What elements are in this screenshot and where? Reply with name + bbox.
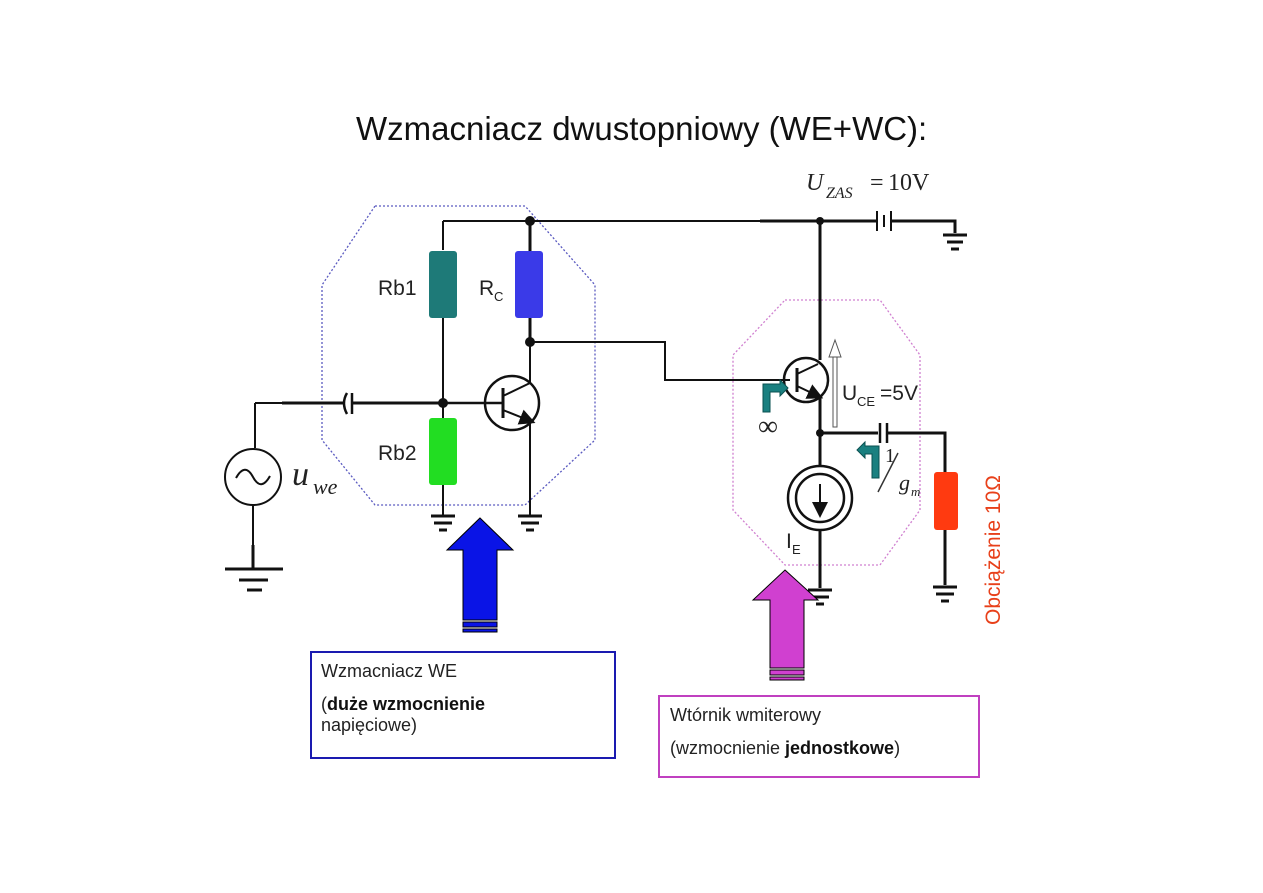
ground-icon [933,585,957,603]
transistor-wc [782,356,830,433]
current-source-label: I E [786,530,801,557]
uce-label: U CE =5V [842,382,918,409]
svg-text:I: I [786,530,792,553]
svg-text:we: we [313,474,338,499]
stage-we-arrow-icon [445,517,515,633]
load-label: Obciążenie 10Ω [982,475,1005,625]
svg-text:1: 1 [885,445,895,467]
output-impedance-indicator-icon [856,440,880,479]
stage-wc-caption: Wtórnik wmiterowy (wzmocnienie jednostko… [658,695,980,778]
input-capacitor [254,392,443,448]
svg-text:U: U [842,382,857,405]
ground-icon [431,514,455,532]
resistor-rb1 [429,251,457,318]
resistor-load [934,472,958,530]
stage-wc-title: Wtórnik wmiterowy [670,705,822,725]
rb1-label: Rb1 [378,277,417,300]
svg-text:g: g [899,470,910,495]
svg-text:U: U [806,170,825,196]
ground-icon [225,567,283,592]
source-label: u we [292,456,338,499]
svg-text:R: R [479,277,494,300]
svg-text:u: u [292,456,309,493]
battery-icon [876,211,957,233]
svg-text:CE: CE [857,394,875,409]
rc-label: R C [479,277,503,304]
svg-text:10V: 10V [888,170,930,196]
svg-text:=5V: =5V [880,382,918,405]
svg-text:m: m [911,484,920,499]
input-impedance-label: ∞ [758,411,778,442]
resistor-rb2 [429,418,457,485]
ground-icon [518,514,542,532]
svg-text:ZAS: ZAS [826,185,853,202]
stage-wc-outline [732,299,921,566]
rb2-label: Rb2 [378,442,417,465]
uce-arrow-icon [828,338,842,428]
resistor-rc [515,251,543,318]
current-source-icon [786,433,854,588]
ac-source-icon [224,448,282,568]
stage-we-outline [321,205,596,506]
diagram-title: Wzmacniacz dwustopniowy (WE+WC): [356,110,927,147]
stage-we-title: Wzmacniacz WE [321,661,458,681]
input-impedance-indicator-icon [762,378,789,413]
svg-text:=: = [870,170,884,196]
stage-wc-arrow-icon [751,569,820,681]
transistor-we [443,342,541,515]
supply-rail [442,216,877,250]
svg-text:C: C [494,289,503,304]
ground-icon [943,233,967,251]
svg-text:E: E [792,542,801,557]
output-impedance-label: 1 g m [877,445,920,499]
supply-label: U ZAS = 10V [806,170,930,202]
stage-wc-description: (wzmocnienie jednostkowe) [670,738,901,758]
